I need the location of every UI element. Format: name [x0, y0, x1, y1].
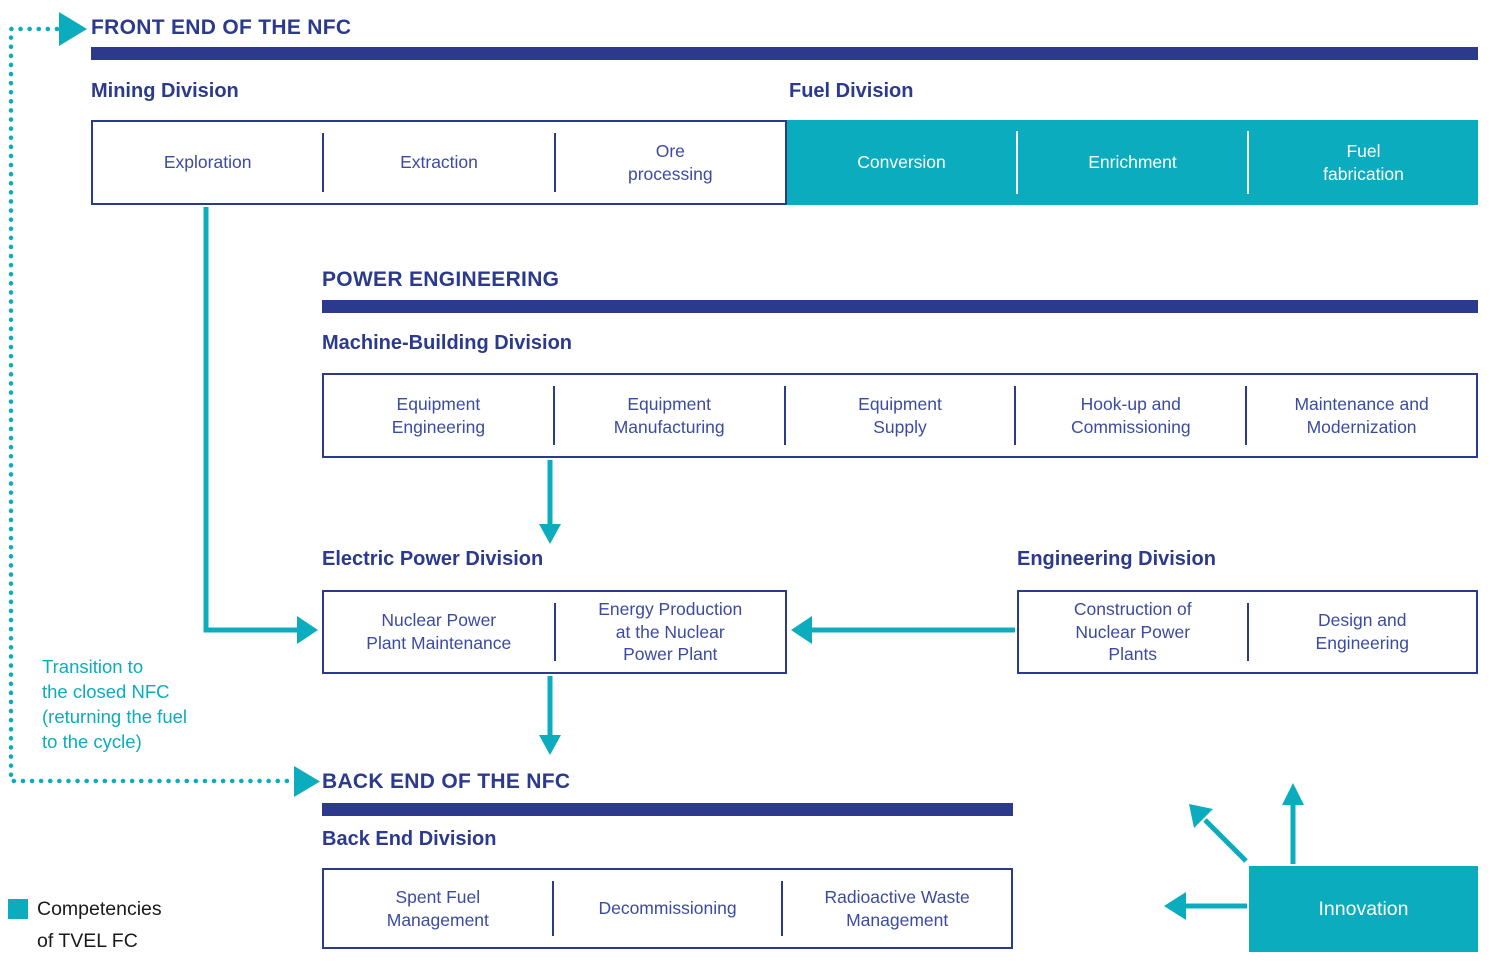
mining-to-electric-connector: [203, 207, 298, 633]
cell-divider: [551, 881, 554, 936]
engineering-division-heading: Engineering Division: [1017, 548, 1216, 570]
cell-divider: [1246, 603, 1249, 661]
innovation-box: Innovation: [1249, 866, 1478, 952]
cell-divider: [322, 133, 325, 192]
innovation-left-arrowhead-icon: [1164, 892, 1186, 920]
back-end-division-box: Spent Fuel Management Decommissioning Ra…: [322, 868, 1013, 949]
cell-divider: [552, 386, 555, 445]
innovation-diagonal-arrow: [1203, 818, 1248, 863]
backend-cell-decommissioning: Decommissioning: [598, 898, 737, 919]
mining-cell-exploration: Exploration: [163, 152, 252, 173]
mining-division-heading: Mining Division: [91, 80, 239, 102]
machine-cell-equipment-manufacturing: Equipment Manufacturing: [613, 393, 725, 437]
engineering-division-box: Construction of Nuclear Power Plants Des…: [1017, 590, 1478, 674]
mining-to-electric-arrowhead-icon: [297, 616, 318, 644]
cell-divider: [553, 603, 556, 661]
innovation-label: Innovation: [1318, 897, 1409, 920]
electric-power-heading: Electric Power Division: [322, 548, 544, 570]
cell-divider: [1247, 131, 1249, 194]
fuel-cell-fuel-fabrication: Fuel fabrication: [1323, 140, 1404, 184]
back-end-bar: [322, 803, 1013, 816]
innovation-diagonal-arrowhead-icon: [1189, 804, 1213, 828]
back-end-division-heading: Back End Division: [322, 828, 497, 850]
legend-label: Competencies of TVEL FC: [37, 898, 162, 952]
fuel-division-box: Conversion Enrichment Fuel fabrication: [787, 120, 1478, 205]
machine-to-electric-arrowhead-icon: [539, 524, 561, 544]
cell-divider: [1245, 386, 1248, 445]
legend-swatch: [8, 899, 28, 919]
front-end-bar: [91, 47, 1478, 60]
backend-cell-spent-fuel: Spent Fuel Management: [386, 886, 489, 930]
engineering-cell-construction-npp: Construction of Nuclear Power Plants: [1073, 598, 1192, 665]
front-end-title: FRONT END OF THE NFC: [91, 16, 352, 39]
fuel-cell-enrichment: Enrichment: [1088, 152, 1177, 173]
cell-divider: [1014, 386, 1017, 445]
electric-cell-npp-maintenance: Nuclear Power Plant Maintenance: [366, 610, 512, 653]
backend-cell-radioactive-waste: Radioactive Waste Management: [824, 886, 970, 930]
engineering-to-electric-arrowhead-icon: [791, 616, 812, 644]
cell-divider: [1016, 131, 1018, 194]
cell-divider: [553, 133, 556, 192]
cell-divider: [783, 386, 786, 445]
power-engineering-bar: [322, 300, 1478, 313]
machine-cell-maintenance-modernization: Maintenance and Modernization: [1294, 393, 1429, 437]
electric-power-box: Nuclear Power Plant Maintenance Energy P…: [322, 590, 787, 674]
fuel-cell-conversion: Conversion: [857, 152, 946, 173]
power-engineering-title: POWER ENGINEERING: [322, 268, 560, 291]
machine-building-box: Equipment Engineering Equipment Manufact…: [322, 373, 1478, 458]
machine-building-heading: Machine-Building Division: [322, 332, 573, 354]
fuel-division-heading: Fuel Division: [789, 80, 914, 102]
mining-cell-ore-processing: Ore processing: [628, 140, 713, 184]
mining-cell-extraction: Extraction: [400, 152, 478, 173]
back-end-title: BACK END OF THE NFC: [322, 770, 571, 793]
machine-cell-equipment-engineering: Equipment Engineering: [391, 393, 486, 437]
front-end-arrowhead-icon: [59, 12, 87, 46]
mining-division-box: Exploration Extraction Ore processing: [91, 120, 787, 205]
electric-to-backend-arrowhead-icon: [539, 735, 561, 755]
back-end-arrowhead-icon: [294, 766, 320, 797]
electric-cell-energy-production: Energy Production at the Nuclear Power P…: [598, 598, 743, 665]
innovation-up-arrowhead-icon: [1282, 783, 1304, 805]
engineering-cell-design-engineering: Design and Engineering: [1315, 610, 1409, 653]
transition-note: Transition to the closed NFC (returning …: [42, 656, 188, 752]
cell-divider: [781, 881, 784, 936]
machine-cell-equipment-supply: Equipment Supply: [858, 393, 942, 437]
machine-cell-hookup-commissioning: Hook-up and Commissioning: [1070, 393, 1191, 437]
